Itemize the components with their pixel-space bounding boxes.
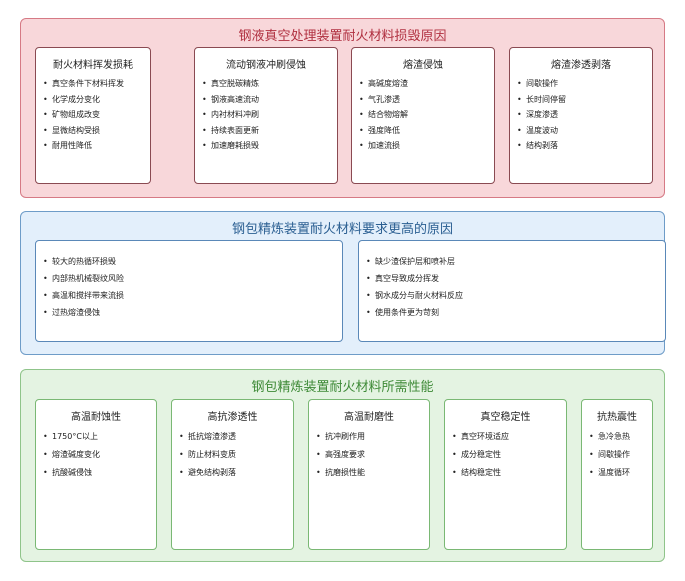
list-item: 抗冲刷作用 [316,428,425,446]
list-item: 气孔渗透 [359,92,490,108]
list-item: 钢液高速流动 [202,92,333,108]
card-item-list: 1750°C以上 熔渣碱度变化 抗酸碱侵蚀 [43,428,152,482]
card-item-list: 缺少渣保护层和喷补层 真空导致成分挥发 钢水成分与耐火材料反应 使用条件更为苛刻 [366,253,661,321]
card-requirement-causes-left: 较大的热循环损毁 内部热机械裂纹风险 高温和搅拌带来流损 过热熔渣侵蚀 [35,240,343,342]
list-item: 高强度要求 [316,446,425,464]
list-item: 缺少渣保护层和喷补层 [366,253,661,270]
section-title: 钢包精炼装置耐火材料所需性能 [251,380,434,395]
card-title: 熔渣渗透剥落 [551,60,611,71]
list-item: 避免结构剥落 [179,464,289,482]
list-item: 耐用性降低 [43,138,146,154]
list-item: 矿物组成改变 [43,107,146,123]
card-penetration-resistance: 高抗渗透性 抵抗熔渣渗透 防止材料变质 避免结构剥落 [171,399,294,550]
list-item: 内衬材料冲刷 [202,107,333,123]
section-title: 钢包精炼装置耐火材料要求更高的原因 [231,222,453,237]
card-item-list: 较大的热循环损毁 内部热机械裂纹风险 高温和搅拌带来流损 过热熔渣侵蚀 [43,253,338,321]
card-high-temp-wear-resistance: 高温耐磨性 抗冲刷作用 高强度要求 抗磨损性能 [308,399,430,550]
list-item: 急冷急热 [589,428,648,446]
required-properties-section: 钢包精炼装置耐火材料所需性能 高温耐蚀性 1750°C以上 熔渣碱度变化 抗酸碱… [20,369,665,562]
list-item: 化学成分变化 [43,92,146,108]
card-title: 高温耐蚀性 [71,412,121,423]
card-requirement-causes-right: 缺少渣保护层和喷补层 真空导致成分挥发 钢水成分与耐火材料反应 使用条件更为苛刻 [358,240,666,342]
card-thermal-shock-resistance: 抗热震性 急冷急热 间歇操作 温度循环 [581,399,653,550]
list-item: 过热熔渣侵蚀 [43,304,338,321]
card-flow-erosion: 流动钢液冲刷侵蚀 真空脱碳精炼 钢液高速流动 内衬材料冲刷 持续表面更新 加速磨… [194,47,338,184]
list-item: 高碱度熔渣 [359,76,490,92]
card-title: 耐火材料挥发损耗 [53,60,133,71]
card-item-list: 抗冲刷作用 高强度要求 抗磨损性能 [316,428,425,482]
card-title: 高抗渗透性 [207,412,258,423]
card-item-list: 抵抗熔渣渗透 防止材料变质 避免结构剥落 [179,428,289,482]
list-item: 温度循环 [589,464,648,482]
list-item: 熔渣碱度变化 [43,446,152,464]
list-item: 钢水成分与耐火材料反应 [366,287,661,304]
list-item: 显微结构受损 [43,123,146,139]
list-item: 高温和搅拌带来流损 [43,287,338,304]
list-item: 间歇操作 [517,76,648,92]
list-item: 加速磨耗损毁 [202,138,333,154]
list-item: 温度波动 [517,123,648,139]
list-item: 真空环境适应 [452,428,562,446]
list-item: 深度渗透 [517,107,648,123]
section-title: 钢液真空处理装置耐火材料损毁原因 [238,29,447,44]
list-item: 真空脱碳精炼 [202,76,333,92]
list-item: 加速流损 [359,138,490,154]
card-vacuum-stability: 真空稳定性 真空环境适应 成分稳定性 结构稳定性 [444,399,567,550]
list-item: 持续表面更新 [202,123,333,139]
card-item-list: 真空条件下材料挥发 化学成分变化 矿物组成改变 显微结构受损 耐用性降低 [43,76,146,154]
card-item-list: 真空脱碳精炼 钢液高速流动 内衬材料冲刷 持续表面更新 加速磨耗损毁 [202,76,333,154]
card-title: 熔渣侵蚀 [403,60,443,71]
card-item-list: 急冷急热 间歇操作 温度循环 [589,428,648,482]
card-volatilization-loss: 耐火材料挥发损耗 真空条件下材料挥发 化学成分变化 矿物组成改变 显微结构受损 … [35,47,151,184]
card-item-list: 间歇操作 长时间停留 深度渗透 温度波动 结构剥落 [517,76,648,154]
list-item: 抗磨损性能 [316,464,425,482]
list-item: 使用条件更为苛刻 [366,304,661,321]
damage-causes-section: 钢液真空处理装置耐火材料损毁原因 耐火材料挥发损耗 真空条件下材料挥发 化学成分… [20,18,665,198]
card-title: 高温耐磨性 [344,412,394,423]
list-item: 真空条件下材料挥发 [43,76,146,92]
card-item-list: 真空环境适应 成分稳定性 结构稳定性 [452,428,562,482]
list-item: 内部热机械裂纹风险 [43,270,338,287]
card-title: 抗热震性 [597,412,637,423]
card-item-list: 高碱度熔渣 气孔渗透 结合物熔解 强度降低 加速流损 [359,76,490,154]
list-item: 长时间停留 [517,92,648,108]
list-item: 防止材料变质 [179,446,289,464]
list-item: 成分稳定性 [452,446,562,464]
list-item: 抗酸碱侵蚀 [43,464,152,482]
list-item: 真空导致成分挥发 [366,270,661,287]
list-item: 抵抗熔渣渗透 [179,428,289,446]
card-title: 真空稳定性 [480,412,531,423]
list-item: 结构剥落 [517,138,648,154]
card-slag-penetration-spalling: 熔渣渗透剥落 间歇操作 长时间停留 深度渗透 温度波动 结构剥落 [509,47,653,184]
list-item: 强度降低 [359,123,490,139]
list-item: 结构稳定性 [452,464,562,482]
list-item: 结合物熔解 [359,107,490,123]
list-item: 间歇操作 [589,446,648,464]
card-title: 流动钢液冲刷侵蚀 [226,60,306,71]
list-item: 1750°C以上 [43,428,152,446]
card-slag-corrosion: 熔渣侵蚀 高碱度熔渣 气孔渗透 结合物熔解 强度降低 加速流损 [351,47,495,184]
higher-requirements-section: 钢包精炼装置耐火材料要求更高的原因 较大的热循环损毁 内部热机械裂纹风险 高温和… [20,211,666,355]
list-item: 较大的热循环损毁 [43,253,338,270]
card-high-temp-corrosion-resistance: 高温耐蚀性 1750°C以上 熔渣碱度变化 抗酸碱侵蚀 [35,399,157,550]
